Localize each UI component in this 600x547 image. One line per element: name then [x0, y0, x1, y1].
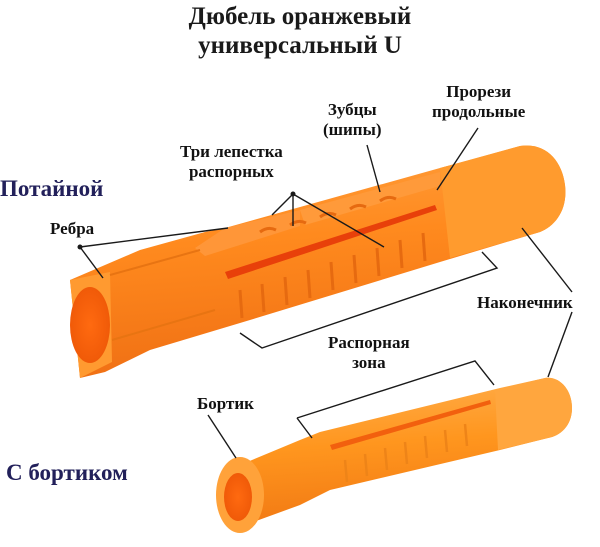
leader-lines: [79, 127, 573, 459]
label-ribs: Ребра: [50, 219, 95, 238]
label-longitudinal-slots: Прорези продольные: [432, 82, 526, 121]
expansion-zone-bracket-small-left: [296, 417, 313, 439]
flanged-teeth: [343, 423, 469, 483]
label-tip: Наконечник: [477, 293, 573, 312]
label-flange: Бортик: [197, 394, 254, 413]
petal-top-2: [300, 172, 440, 225]
expansion-zone-bracket-big: [239, 251, 499, 349]
flanged-slot: [330, 400, 491, 450]
flanged-dowel-tip: [495, 377, 572, 450]
flange-leader: [207, 414, 237, 459]
type-label-countersunk: Потайной: [0, 176, 104, 201]
label-three-petals: Три лепестка распорных: [180, 142, 283, 181]
petal-top: [195, 210, 300, 256]
expansion-zone-bracket-small: [296, 360, 495, 419]
petals-leader-1: [271, 193, 294, 216]
ribs-leader-2: [79, 246, 104, 279]
teeth-leader: [366, 144, 381, 193]
dowel-bore-hole: [70, 287, 110, 363]
flanged-dowel-body: [228, 377, 572, 525]
label-teeth: Зубцы (шипы): [323, 100, 382, 139]
head-ribs: [109, 249, 216, 341]
longitudinal-slot: [225, 205, 437, 279]
tip-leader-big: [521, 227, 573, 293]
title-line-2: универсальный U: [198, 32, 402, 59]
slots-leader: [436, 127, 479, 191]
flanged-dowel: [216, 377, 572, 533]
dowel-body: [70, 145, 566, 378]
leader-dots: [77, 191, 296, 250]
ribs-leader-1: [79, 227, 229, 248]
countersunk-dowel: [70, 145, 566, 378]
petals-leader-3: [292, 193, 385, 248]
tip-leader-small: [547, 311, 573, 378]
label-expansion-zone: Распорная зона: [328, 333, 410, 372]
diagram-title: Дюбель оранжевый универсальный U: [0, 2, 600, 60]
flanged-bore-hole: [224, 473, 252, 521]
dowel-tip: [440, 145, 566, 258]
type-label-flanged: С бортиком: [6, 460, 128, 485]
title-line-1: Дюбель оранжевый: [188, 3, 412, 30]
teeth-ridges: [238, 195, 427, 319]
